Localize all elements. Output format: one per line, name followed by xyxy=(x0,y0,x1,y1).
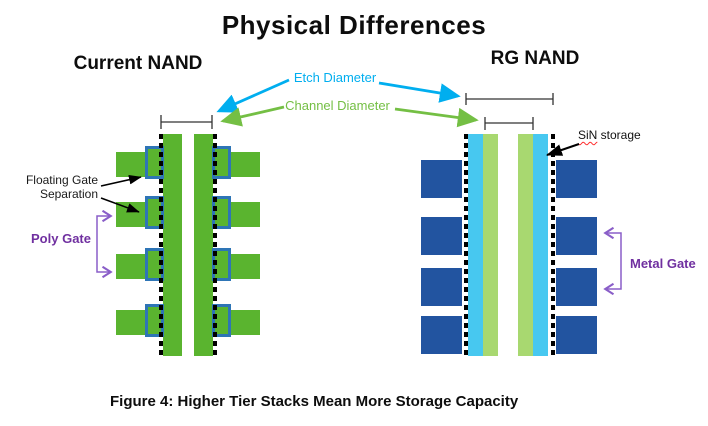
channel-diameter-label: Channel Diameter xyxy=(285,98,390,113)
left-diameter-bracket xyxy=(160,115,213,129)
channel-layer-left xyxy=(483,134,498,356)
floating-gate-arrow-top xyxy=(100,174,142,187)
sin-storage-label: SiN storage xyxy=(578,128,641,142)
metal-gate-block xyxy=(556,217,597,255)
channel-layer-right xyxy=(518,134,533,356)
sin-word: SiN xyxy=(578,128,598,142)
right-channel-diameter-bracket xyxy=(484,117,534,130)
right-etch-diameter-bracket xyxy=(465,93,554,105)
floating-gate-label-line1: Floating Gate xyxy=(25,173,98,187)
right-diagram-title: RG NAND xyxy=(490,48,580,69)
metal-gate-label: Metal Gate xyxy=(630,256,696,271)
left-etch-boundary-right-dashed-line xyxy=(213,134,217,356)
figure-caption: Figure 4: Higher Tier Stacks Mean More S… xyxy=(110,393,519,410)
metal-gate-block xyxy=(421,316,462,354)
left-etch-boundary-left-dashed-line xyxy=(159,134,163,356)
metal-gate-block xyxy=(556,268,597,306)
page-title: Physical Differences xyxy=(221,10,487,40)
right-etch-boundary-right-dashed-line xyxy=(551,134,555,356)
left-channel-column-left xyxy=(163,134,182,356)
left-diagram-title: Current NAND xyxy=(73,53,203,74)
metal-gate-bracket xyxy=(606,233,622,289)
etch-diameter-label: Etch Diameter xyxy=(293,70,377,85)
metal-gate-block xyxy=(421,217,462,255)
right-etch-boundary-left-dashed-line xyxy=(464,134,468,356)
metal-gate-block xyxy=(556,316,597,354)
metal-gate-block xyxy=(421,268,462,306)
poly-gate-bracket xyxy=(96,216,110,272)
floating-gate-separation-label: Floating Gate Separation xyxy=(8,173,98,201)
sin-storage-layer-left xyxy=(468,134,483,356)
poly-gate-label: Poly Gate xyxy=(31,231,91,246)
sin-storage-layer-right xyxy=(533,134,548,356)
storage-word: storage xyxy=(597,128,641,142)
left-channel-column-right xyxy=(194,134,213,356)
metal-gate-block xyxy=(556,160,597,198)
metal-gate-block xyxy=(421,160,462,198)
floating-gate-label-line2: Separation xyxy=(39,187,98,201)
